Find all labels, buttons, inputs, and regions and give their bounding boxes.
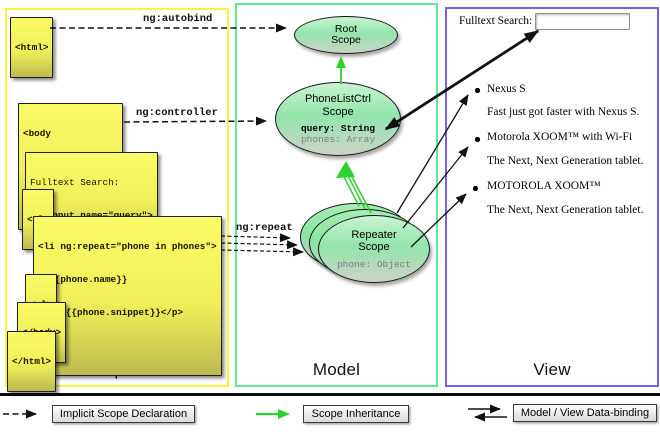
legend-separator-line (0, 393, 660, 396)
root-scope-ellipse: Root Scope (294, 16, 398, 54)
bullet-icon (473, 186, 478, 191)
root-scope-title-line2: Scope (331, 34, 361, 46)
legend-scope-inheritance: Scope Inheritance (303, 405, 409, 423)
phonelistctrl-scope-ellipse: PhoneListCtrl Scope query: String phones… (275, 82, 401, 156)
phonelist-prop-query: query: String (300, 123, 376, 134)
ng-controller-label: ng:controller (136, 107, 218, 119)
root-scope-title-line1: Root (334, 22, 358, 35)
view-column-label: View (533, 360, 571, 379)
ng-repeat-label: ng:repeat (236, 222, 293, 234)
phonelist-scope-title-line1: PhoneListCtrl (304, 93, 372, 105)
model-column-label: Model (312, 360, 361, 379)
view-item-desc: The Next, Next Generation tablet. (487, 204, 644, 216)
phonelist-scope-title-line2: Scope (322, 105, 354, 118)
ng-autobind-label: ng:autobind (143, 13, 213, 25)
bullet-icon (475, 88, 480, 93)
view-item-desc: Fast just got faster with Nexus S. (487, 106, 640, 118)
view-item-title: MOTOROLA XOOM™ (487, 180, 601, 192)
model-column: Model (235, 3, 438, 387)
legend-implicit-scope-declaration: Implicit Scope Declaration (52, 405, 195, 423)
view-item-title: Nexus S (487, 83, 526, 95)
code-html-close: </html> (7, 331, 57, 392)
code-html-open: <html> (10, 17, 54, 78)
legend-model-view-data-binding: Model / View Data-binding (513, 404, 657, 422)
search-input[interactable] (535, 13, 630, 30)
bullet-icon (475, 137, 480, 142)
phonelist-prop-phones: phones: Array (300, 134, 376, 145)
view-column: View (445, 7, 659, 387)
view-item-desc: The Next, Next Generation tablet. (487, 155, 644, 167)
view-item-title: Motorola XOOM™ with Wi-Fi (487, 131, 633, 143)
code-li-repeat: <li ng:repeat="phone in phones"> {{phone… (33, 216, 222, 376)
repeater-scope-title-line1: Repeater (351, 228, 397, 241)
view-search-label: Fulltext Search: (459, 15, 533, 27)
repeater-prop-phone: phone: Object (336, 258, 412, 270)
repeater-scope-ellipse: Repeater Scope phone: Object (318, 215, 430, 283)
repeater-scope-title-line2: Scope (358, 241, 390, 253)
